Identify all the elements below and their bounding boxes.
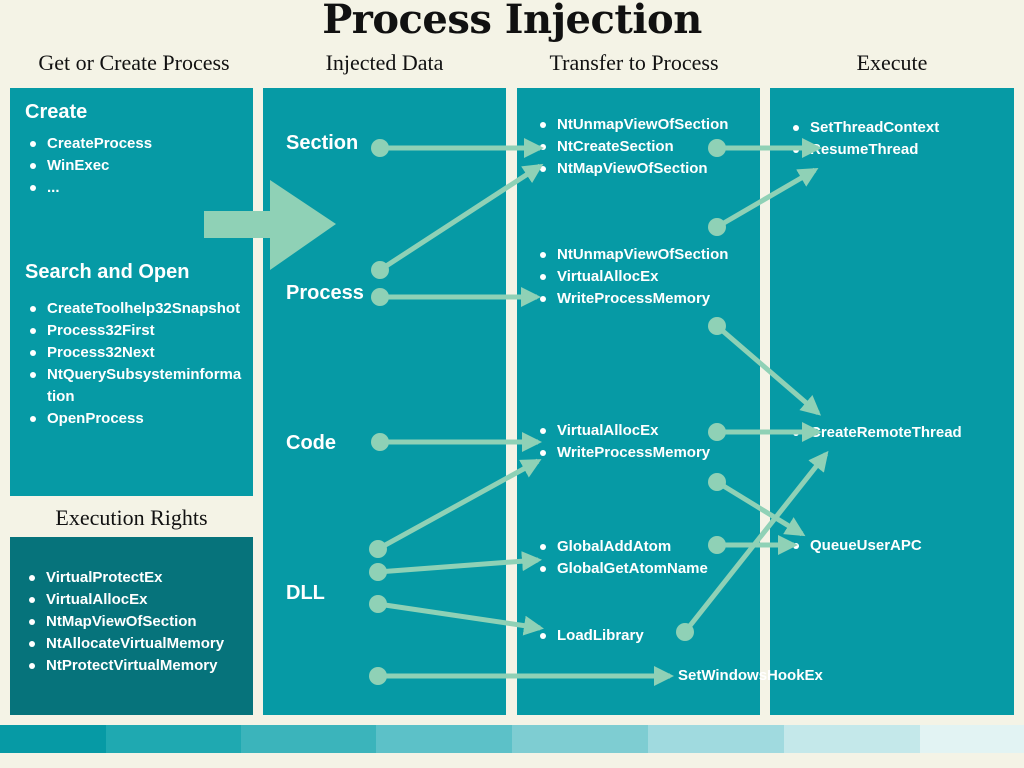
- connector-arrow: [377, 601, 544, 636]
- injected-dll-label: DLL: [286, 582, 325, 604]
- injected-code-label: Code: [286, 432, 336, 454]
- column-heading-execute: Execute: [856, 50, 928, 75]
- search-open-heading: Search and Open: [25, 261, 190, 283]
- diagram-title: Process Injection: [322, 0, 702, 43]
- list-item: VirtualAllocEx: [535, 266, 760, 288]
- connector-dot: [371, 433, 389, 451]
- footer-stripe: [648, 725, 784, 753]
- connector-dot: [708, 218, 726, 236]
- list-item: CreateToolhelp32Snapshot: [25, 298, 245, 320]
- injected-data-panel: Section Process Code DLL: [263, 88, 506, 715]
- create-heading: Create: [25, 101, 88, 123]
- execution-rights-panel: VirtualProtectEx VirtualAllocEx NtMapVie…: [10, 537, 253, 715]
- transfer-group-code: VirtualAllocEx WriteProcessMemory: [535, 420, 760, 464]
- connector-dot: [371, 288, 389, 306]
- connector-dot: [369, 563, 387, 581]
- list-item: VirtualProtectEx: [24, 567, 249, 589]
- footer-stripe: [784, 725, 920, 753]
- column-heading-get-create: Get or Create Process: [38, 50, 230, 75]
- connector-dot: [371, 261, 389, 279]
- connector-arrow: [715, 324, 822, 416]
- list-item: LoadLibrary: [535, 625, 760, 647]
- search-list: CreateToolhelp32Snapshot Process32First …: [25, 298, 245, 430]
- big-flow-arrow: [204, 180, 336, 270]
- set-windows-hook-label: SetWindowsHookEx: [678, 667, 823, 684]
- list-item: NtUnmapViewOfSection: [535, 114, 760, 136]
- list-item: NtProtectVirtualMemory: [24, 655, 249, 677]
- transfer-group-section: NtUnmapViewOfSection NtCreateSection NtM…: [535, 114, 760, 180]
- list-item: ...: [25, 177, 245, 199]
- connector-dot: [708, 536, 726, 554]
- injected-section-label: Section: [286, 132, 359, 154]
- connector-dot: [369, 667, 387, 685]
- footer-stripe: [512, 725, 648, 753]
- connector-arrow: [378, 163, 544, 273]
- list-item: OpenProcess: [25, 408, 245, 430]
- connector-dot: [369, 595, 387, 613]
- connector-arrow: [683, 450, 829, 634]
- transfer-panel: NtUnmapViewOfSection NtCreateSection NtM…: [517, 88, 760, 715]
- connector-dot: [708, 317, 726, 335]
- footer-stripe: [241, 725, 376, 753]
- get-create-panel: Create CreateProcess WinExec ... Search …: [10, 88, 253, 496]
- footer-stripe: [0, 725, 106, 753]
- list-item: WriteProcessMemory: [535, 288, 760, 310]
- list-item: Process32Next: [25, 342, 245, 364]
- transfer-group-process: NtUnmapViewOfSection VirtualAllocEx Writ…: [535, 244, 760, 310]
- connector-arrow: [715, 479, 806, 537]
- list-item: SetThreadContext: [788, 117, 1013, 139]
- column-heading-injected-data: Injected Data: [325, 50, 444, 75]
- list-item: GlobalGetAtomName: [535, 558, 760, 580]
- connector-dot: [371, 139, 389, 157]
- connector-dot: [708, 473, 726, 491]
- list-item: VirtualAllocEx: [535, 420, 760, 442]
- list-item: NtMapViewOfSection: [24, 611, 249, 633]
- list-item: NtAllocateVirtualMemory: [24, 633, 249, 655]
- list-item: NtQuerySubsysteminformation: [25, 364, 245, 408]
- list-item: GlobalAddAtom: [535, 536, 760, 558]
- footer-stripe: [376, 725, 512, 753]
- connector-arrow: [715, 167, 819, 230]
- list-item: CreateProcess: [25, 133, 245, 155]
- execution-rights-heading: Execution Rights: [55, 505, 208, 530]
- list-item: VirtualAllocEx: [24, 589, 249, 611]
- create-list: CreateProcess WinExec ...: [25, 133, 245, 199]
- footer-stripe: [106, 725, 241, 753]
- list-item: WriteProcessMemory: [535, 442, 760, 464]
- transfer-group-loadlibrary: LoadLibrary: [535, 625, 760, 647]
- execution-rights-list: VirtualProtectEx VirtualAllocEx NtMapVie…: [24, 567, 249, 677]
- list-item: WinExec: [25, 155, 245, 177]
- injected-process-label: Process: [286, 282, 364, 304]
- connector-dot: [708, 139, 726, 157]
- connector-arrow: [377, 551, 542, 575]
- connector-arrow: [376, 458, 542, 552]
- column-heading-transfer: Transfer to Process: [549, 50, 719, 75]
- connector-dot: [369, 540, 387, 558]
- connector-dot: [676, 623, 694, 641]
- transfer-group-atom: GlobalAddAtom GlobalGetAtomName: [535, 536, 760, 580]
- footer-stripe: [920, 725, 1024, 753]
- connector-dot: [708, 423, 726, 441]
- list-item: NtUnmapViewOfSection: [535, 244, 760, 266]
- list-item: Process32First: [25, 320, 245, 342]
